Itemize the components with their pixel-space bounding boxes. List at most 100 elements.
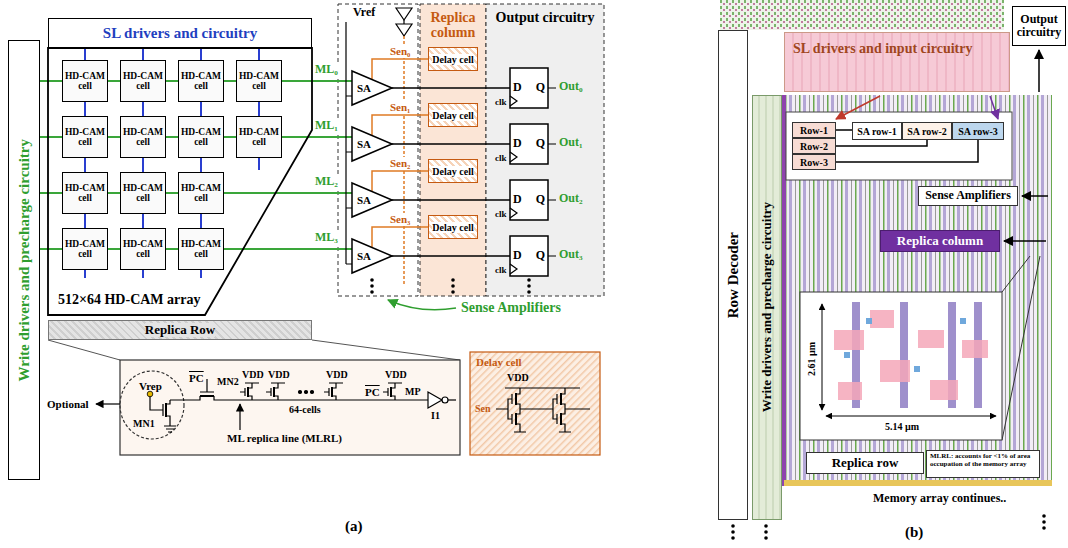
flip-flop-body <box>510 124 548 164</box>
replica-row-schematic <box>120 371 184 439</box>
node-text: HD-CAM cell <box>179 239 223 260</box>
replica-row-schematic <box>96 403 120 404</box>
cam-cell: HD-CAM cell <box>120 60 166 102</box>
text-label: VDD <box>267 369 291 381</box>
connector <box>836 129 852 131</box>
replica-row-schematic <box>239 404 240 430</box>
cell-layout <box>800 292 1002 440</box>
connector <box>392 255 510 257</box>
node-text: SA row-2 <box>907 126 947 137</box>
layout-background <box>786 112 1012 180</box>
node-text: Write drivers and precharge circuitry <box>16 139 33 381</box>
node-text: SA row-3 <box>958 126 998 137</box>
region-frame <box>338 4 418 296</box>
replica-row-schematic <box>331 387 333 397</box>
cam-cell: HD-CAM cell <box>236 60 282 102</box>
text-label: 2.61 µm <box>805 342 819 376</box>
cam-cell: HD-CAM cell <box>178 60 224 102</box>
cell-layout <box>844 352 850 358</box>
layout-block: Row Decoder <box>718 30 748 520</box>
layout-block: SL drivers and input circuitry <box>784 32 1010 92</box>
delay-cell: Delay cell <box>428 215 478 239</box>
cell-layout <box>838 382 862 400</box>
vref-wire <box>346 22 352 264</box>
connector <box>392 87 510 89</box>
cell-layout <box>834 330 864 350</box>
leader-arrow <box>1022 195 1048 197</box>
delay-cell-schematic <box>553 388 590 432</box>
flip-flop-body <box>510 180 548 220</box>
buffer-symbol <box>396 24 412 36</box>
text-label: PC <box>188 372 205 385</box>
clock-symbol <box>510 208 517 218</box>
match-line <box>40 81 352 249</box>
circuit-block: SL drivers and circuitry <box>48 18 312 48</box>
continuation-dots <box>370 284 374 288</box>
continuation-dots <box>731 524 735 528</box>
node-text: Delay cell <box>432 110 473 121</box>
d-flip-flop: DQ <box>510 180 548 220</box>
cam-cell: HD-CAM cell <box>120 172 166 214</box>
cam-cell: HD-CAM cell <box>62 228 108 270</box>
callout-box: Replica row <box>806 452 924 474</box>
zoom-line <box>1002 256 1040 440</box>
node-text: Replica row <box>832 456 899 470</box>
flip-flop-body <box>510 236 548 276</box>
node-text: Replica column <box>897 234 983 248</box>
text-label: Out₁ <box>558 136 584 150</box>
replica-row-schematic <box>324 383 343 400</box>
cell-layout <box>826 416 996 417</box>
replica-row-schematic <box>299 391 302 394</box>
replica-row-schematic <box>311 391 314 394</box>
continuation-dots <box>451 284 455 288</box>
cell-layout <box>960 318 966 324</box>
continuation-dots <box>1042 526 1046 530</box>
node-text: Row-3 <box>800 157 828 168</box>
connector <box>392 143 510 145</box>
node-text: Row Decoder <box>725 232 742 318</box>
callout-box: Sense Amplifiers <box>918 186 1018 206</box>
node-text: Row-1 <box>800 125 828 136</box>
buffer-symbol <box>396 8 412 36</box>
node-text: Output circuitry <box>1015 13 1063 39</box>
continuation-dots <box>451 278 455 282</box>
cam-cell: HD-CAM cell <box>178 172 224 214</box>
continuation-dots <box>764 524 768 528</box>
replica-row-schematic <box>96 360 460 455</box>
text-label: (a) <box>344 518 364 535</box>
continuation-dots <box>451 290 455 294</box>
cam-cell: HD-CAM cell <box>62 60 108 102</box>
cell-layout <box>918 330 944 348</box>
cam-cell: HD-CAM cell <box>178 116 224 158</box>
node-text: Q <box>536 81 545 94</box>
node-text: Delay cell <box>432 54 473 65</box>
replica-row-schematic <box>120 360 460 455</box>
node-text: HD-CAM cell <box>63 127 107 148</box>
leader-arrow <box>1038 50 1040 92</box>
node-text: SL drivers and circuitry <box>103 25 257 42</box>
node-text: HD-CAM cell <box>237 127 281 148</box>
node-text: SA row-1 <box>857 126 897 137</box>
node-text: Sense Amplifiers <box>925 189 1011 202</box>
cell-layout <box>900 302 908 408</box>
replica-row-schematic <box>390 387 392 397</box>
cell-layout <box>822 304 823 410</box>
connector <box>836 140 927 146</box>
region-frame <box>338 4 604 296</box>
callout-box: Replica column <box>880 230 1000 252</box>
replica-row: Replica Row <box>48 320 312 340</box>
zoom-line <box>48 340 460 360</box>
continuation-dots <box>527 278 531 282</box>
text-label: ML replica line (MLRL) <box>226 432 343 445</box>
text-label: Out₀ <box>558 80 584 94</box>
amplifier-symbol <box>352 239 392 273</box>
cell-layout <box>800 292 1002 440</box>
connector <box>372 59 428 80</box>
d-flip-flop: DQ <box>510 124 548 164</box>
replica-column: Replica columnDelay cellDelay cellDelay … <box>420 4 486 296</box>
output-wire <box>548 88 556 256</box>
text-label: clk <box>494 153 508 163</box>
sense-amplifier: SA <box>352 239 392 273</box>
text-label: Memory array continues.. <box>872 492 1007 506</box>
delay-cell-schematic <box>560 393 562 425</box>
